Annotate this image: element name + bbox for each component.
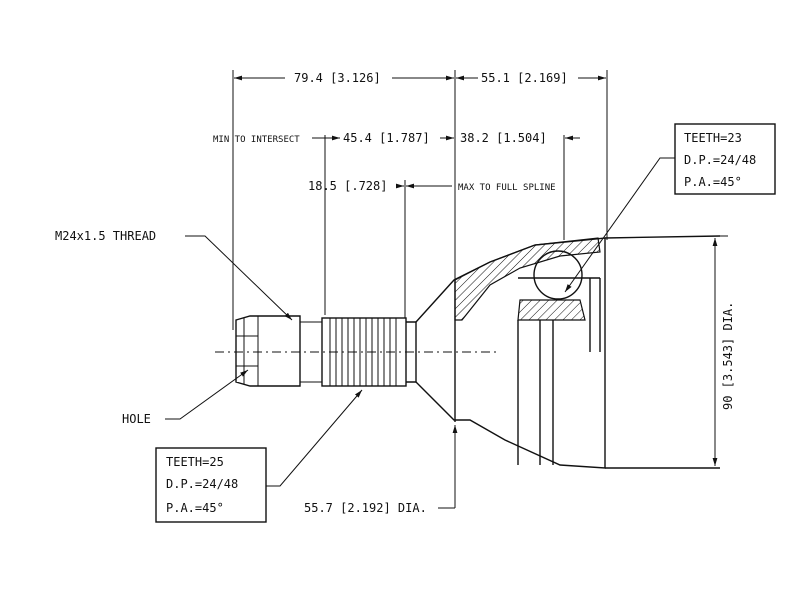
spline-left-pa: P.A.=45° bbox=[166, 501, 224, 515]
spline-right-pa: P.A.=45° bbox=[684, 175, 742, 189]
dim-right-spline: 38.2 [1.504] bbox=[460, 131, 547, 145]
dim-overall-right: 55.1 [2.169] bbox=[481, 71, 568, 85]
extension-lines bbox=[232, 70, 608, 330]
dim-bell-dia: 55.7 [2.192] DIA. bbox=[304, 501, 427, 515]
threaded-stub bbox=[235, 315, 323, 387]
outer-dia-dimension bbox=[712, 235, 728, 466]
dim-overall-left: 79.4 [3.126] bbox=[294, 71, 381, 85]
dim-min-to-intersect: 45.4 [1.787] bbox=[343, 131, 430, 145]
label-min-to-intersect: MIN TO INTERSECT bbox=[213, 135, 300, 145]
spline-right-leader bbox=[564, 157, 675, 293]
thread-leader bbox=[185, 235, 293, 321]
spline-spec-right: TEETH=23 D.P.=24/48 P.A.=45° bbox=[564, 123, 776, 293]
label-max-to-full-spline: MAX TO FULL SPLINE bbox=[458, 183, 556, 193]
spline-left-leader bbox=[266, 389, 363, 487]
bell-housing bbox=[415, 235, 721, 469]
spline-left-teeth: TEETH=25 bbox=[166, 455, 224, 469]
dimension-lines bbox=[234, 75, 606, 189]
spline-right-dp: D.P.=24/48 bbox=[684, 153, 756, 167]
bell-dia-leader bbox=[438, 425, 458, 509]
splined-shaft bbox=[321, 317, 417, 387]
dim-spline-offset: 18.5 [.728] bbox=[308, 179, 387, 193]
hole-leader bbox=[165, 369, 249, 420]
callout-hole: HOLE bbox=[122, 412, 151, 426]
spline-spec-left: TEETH=25 D.P.=24/48 P.A.=45° bbox=[155, 389, 363, 523]
dim-outer-dia: 90 [3.543] DIA. bbox=[721, 302, 735, 410]
spline-left-dp: D.P.=24/48 bbox=[166, 477, 238, 491]
callout-thread: M24x1.5 THREAD bbox=[55, 229, 156, 243]
spline-right-teeth: TEETH=23 bbox=[684, 131, 742, 145]
